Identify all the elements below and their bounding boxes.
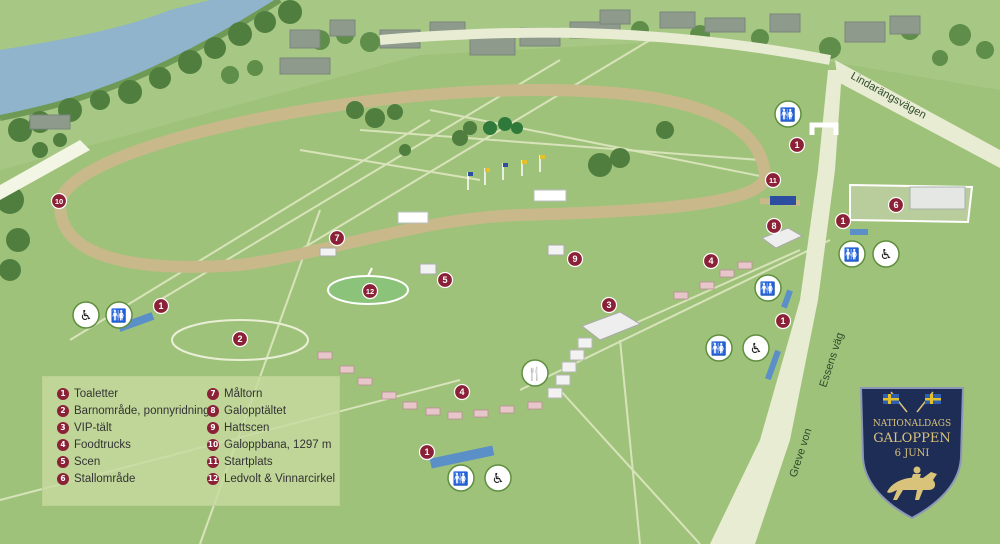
svg-text:♿: ♿ [80,308,93,324]
svg-text:♿: ♿ [492,471,505,487]
svg-text:11: 11 [769,176,777,185]
marker-12[interactable]: 12 [361,282,379,300]
food-trucks [317,261,753,420]
marker-5[interactable]: 5 [436,271,454,289]
toilet-icon[interactable]: 🚻 [105,301,133,329]
wheelchair-icon[interactable]: ♿ [484,464,512,492]
toilet-icon[interactable]: 🚻 [774,100,802,128]
event-badge: NATIONALDAGS GALOPPEN 6 JUNI [857,380,967,520]
marker-11[interactable]: 11 [764,171,782,189]
marker-3[interactable]: 3 [600,296,618,314]
svg-text:♿: ♿ [880,247,893,263]
toilet-icon[interactable]: 🚻 [705,334,733,362]
svg-text:🚻: 🚻 [453,471,469,487]
marker-4[interactable]: 4 [453,383,471,401]
river [0,0,280,118]
svg-text:3: 3 [606,300,611,310]
marker-1[interactable]: 1 [834,212,852,230]
marker-4[interactable]: 4 [702,252,720,270]
marker-1[interactable]: 1 [788,136,806,154]
wheelchair-icon[interactable]: ♿ [872,240,900,268]
svg-text:12: 12 [366,287,374,296]
tent-3-vip [580,311,642,341]
svg-text:2: 2 [237,334,242,344]
svg-text:9: 9 [572,254,577,264]
marker-8[interactable]: 8 [765,217,783,235]
marker-6[interactable]: 6 [887,196,905,214]
road-lindarang [835,60,1000,168]
badge-shield [859,387,965,520]
wheelchair-icon[interactable]: ♿ [72,301,100,329]
marker-1[interactable]: 1 [152,297,170,315]
swedish-flags-icon [883,391,941,413]
badge-line3: 6 JUNI [895,448,930,459]
restaurant-icon[interactable]: 🍴 [521,359,549,387]
svg-text:8: 8 [771,221,776,231]
svg-text:♿: ♿ [750,341,763,357]
marker-9[interactable]: 9 [566,250,584,268]
road-greve-von-essens [710,70,842,544]
toilet-icon[interactable]: 🚻 [838,240,866,268]
race-track [53,83,771,273]
svg-text:🚻: 🚻 [844,247,860,263]
svg-text:6: 6 [893,200,898,210]
svg-text:🍴: 🍴 [527,366,543,382]
svg-text:1: 1 [840,216,845,226]
svg-text:1: 1 [158,301,163,311]
svg-text:1: 1 [424,447,429,457]
marker-2[interactable]: 2 [231,330,249,348]
svg-text:5: 5 [442,275,447,285]
svg-text:10: 10 [55,197,63,206]
svg-text:🚻: 🚻 [111,308,127,324]
marker-1[interactable]: 1 [774,312,792,330]
svg-text:🚻: 🚻 [760,281,776,297]
svg-text:1: 1 [794,140,799,150]
marker-1[interactable]: 1 [418,443,436,461]
svg-text:4: 4 [459,387,464,397]
toilet-icon[interactable]: 🚻 [447,464,475,492]
horse-icon [887,466,937,500]
badge-line2: GALOPPEN [873,431,950,446]
children-area [171,319,309,361]
svg-text:🚻: 🚻 [711,341,727,357]
svg-text:7: 7 [334,233,339,243]
svg-text:4: 4 [708,256,713,266]
marker-7[interactable]: 7 [328,229,346,247]
svg-text:1: 1 [780,316,785,326]
wheelchair-icon[interactable]: ♿ [742,334,770,362]
svg-text:🚻: 🚻 [780,107,796,123]
toilet-icon[interactable]: 🚻 [754,274,782,302]
marker-10[interactable]: 10 [50,192,68,210]
badge-line1: NATIONALDAGS [873,419,951,429]
